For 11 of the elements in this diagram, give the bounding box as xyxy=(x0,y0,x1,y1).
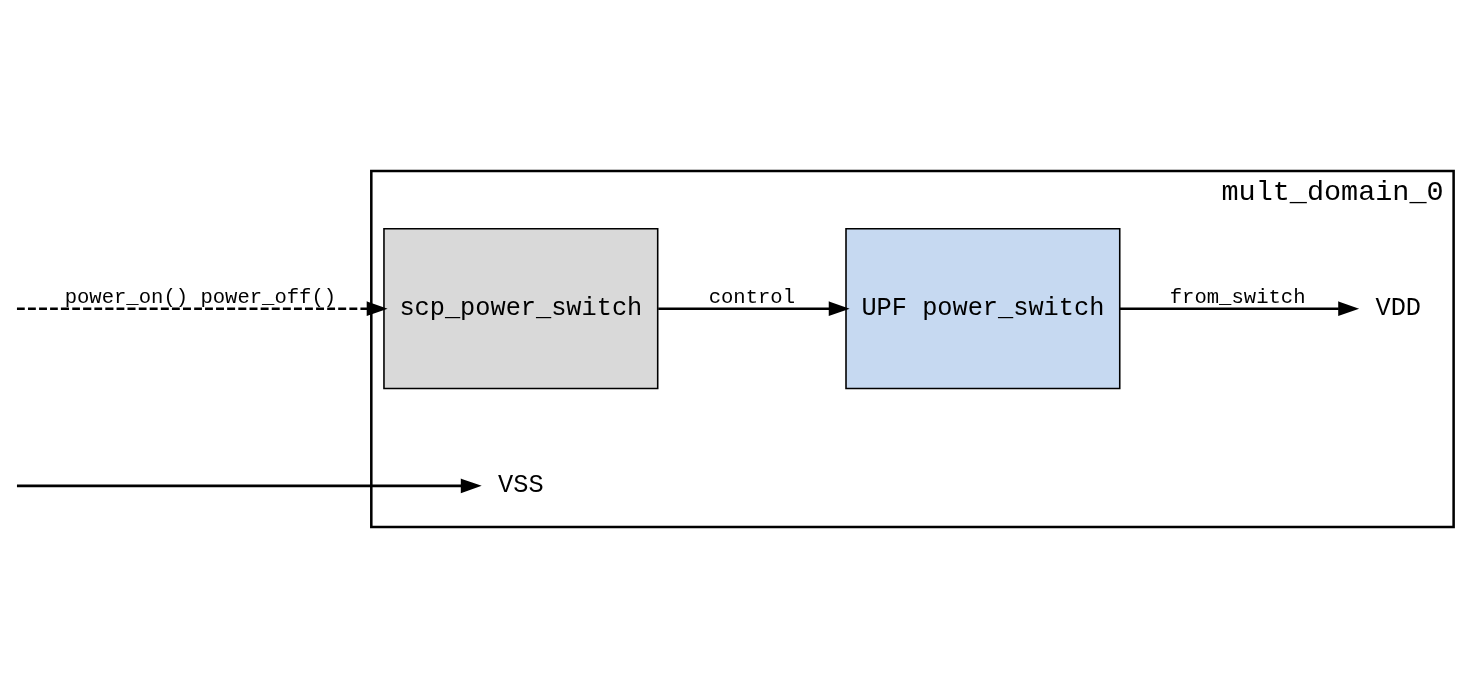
arrow xyxy=(658,301,850,316)
edge-label: from_switch xyxy=(1169,285,1306,309)
arrow xyxy=(16,478,482,494)
edge-label: power_on() power_off() xyxy=(64,285,337,309)
node-box: UPF power_switch xyxy=(845,227,1121,390)
node-box: scp_power_switch xyxy=(383,227,659,390)
node-text: VSS xyxy=(498,470,544,500)
arrow xyxy=(1120,301,1360,316)
node-text: VDD xyxy=(1375,293,1422,323)
edge-label: control xyxy=(708,285,796,309)
arrow xyxy=(16,301,388,316)
